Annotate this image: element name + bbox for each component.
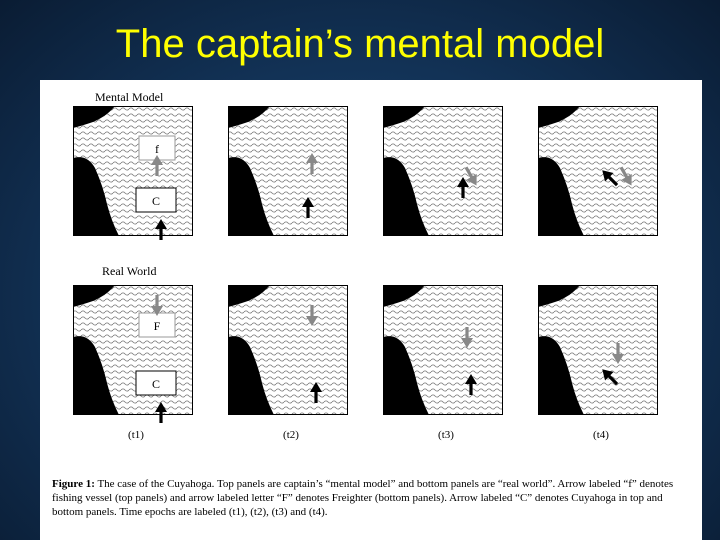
land-bottom [383, 157, 429, 236]
row-label-real-world: Real World [102, 264, 156, 278]
land-bottom [228, 157, 274, 236]
land-top [228, 106, 270, 128]
time-label-t1: (t1) [128, 429, 144, 441]
panel-border [73, 285, 193, 415]
cuyahoga-arrow [302, 197, 314, 218]
cuyahoga-arrow [602, 170, 619, 187]
cuyahoga-arrow [155, 219, 167, 240]
time-label-t4: (t4) [593, 429, 609, 441]
land-bottom [538, 336, 584, 415]
cuyahoga-arrow [465, 374, 477, 395]
panel-real-3 [383, 285, 503, 415]
panel-border [228, 106, 348, 236]
slide-title: The captain’s mental model [115, 22, 605, 66]
cuyahoga-label: C [152, 377, 160, 391]
time-label-t2: (t2) [283, 429, 299, 441]
panel-mental-1: fC [73, 106, 193, 240]
land-top [73, 285, 115, 307]
panel-real-2 [228, 285, 348, 415]
land-bottom [383, 336, 429, 415]
panel-border [383, 285, 503, 415]
vessel-arrow [619, 166, 632, 186]
vessel-label-box: F [138, 312, 176, 338]
cuyahoga-label: C [152, 194, 160, 208]
cuyahoga-arrow [457, 177, 469, 198]
land-top [383, 106, 425, 128]
land-bottom [228, 336, 274, 415]
row-label-mental-model: Mental Model [95, 90, 164, 104]
panel-mental-4 [538, 106, 658, 236]
vessel-arrow [461, 327, 473, 348]
panel-mental-3 [383, 106, 503, 236]
vessel-arrow [612, 343, 624, 364]
time-label-t3: (t3) [438, 429, 454, 441]
vessel-arrow [151, 295, 163, 316]
panel-mental-2 [228, 106, 348, 236]
cuyahoga-arrow [310, 382, 322, 403]
panel-border [538, 285, 658, 415]
cuyahoga-arrow [155, 402, 167, 423]
vessel-label: f [155, 142, 159, 156]
panel-border [538, 106, 658, 236]
land-bottom [538, 157, 584, 236]
vessel-arrow [464, 166, 477, 186]
cuyahoga-label-box: C [135, 187, 177, 213]
vessel-arrow [306, 305, 318, 326]
land-top [383, 285, 425, 307]
cuyahoga-label-box: C [135, 370, 177, 396]
vessel-arrow [151, 155, 163, 176]
panel-border [228, 285, 348, 415]
panel-real-1: FC [73, 285, 193, 423]
cuyahoga-arrow [602, 369, 619, 386]
land-bottom [73, 336, 119, 415]
land-top [73, 106, 115, 128]
land-top [538, 285, 580, 307]
land-top [538, 106, 580, 128]
panel-real-4 [538, 285, 658, 415]
caption-lead: Figure 1: [52, 478, 95, 490]
caption-text: The case of the Cuyahoga. Top panels are… [52, 478, 674, 518]
panel-border [383, 106, 503, 236]
figure-caption: Figure 1: The case of the Cuyahoga. Top … [52, 477, 692, 519]
panel-border [73, 106, 193, 236]
vessel-arrow [306, 153, 318, 174]
vessel-label: F [154, 319, 161, 333]
land-top [228, 285, 270, 307]
land-bottom [73, 157, 119, 236]
